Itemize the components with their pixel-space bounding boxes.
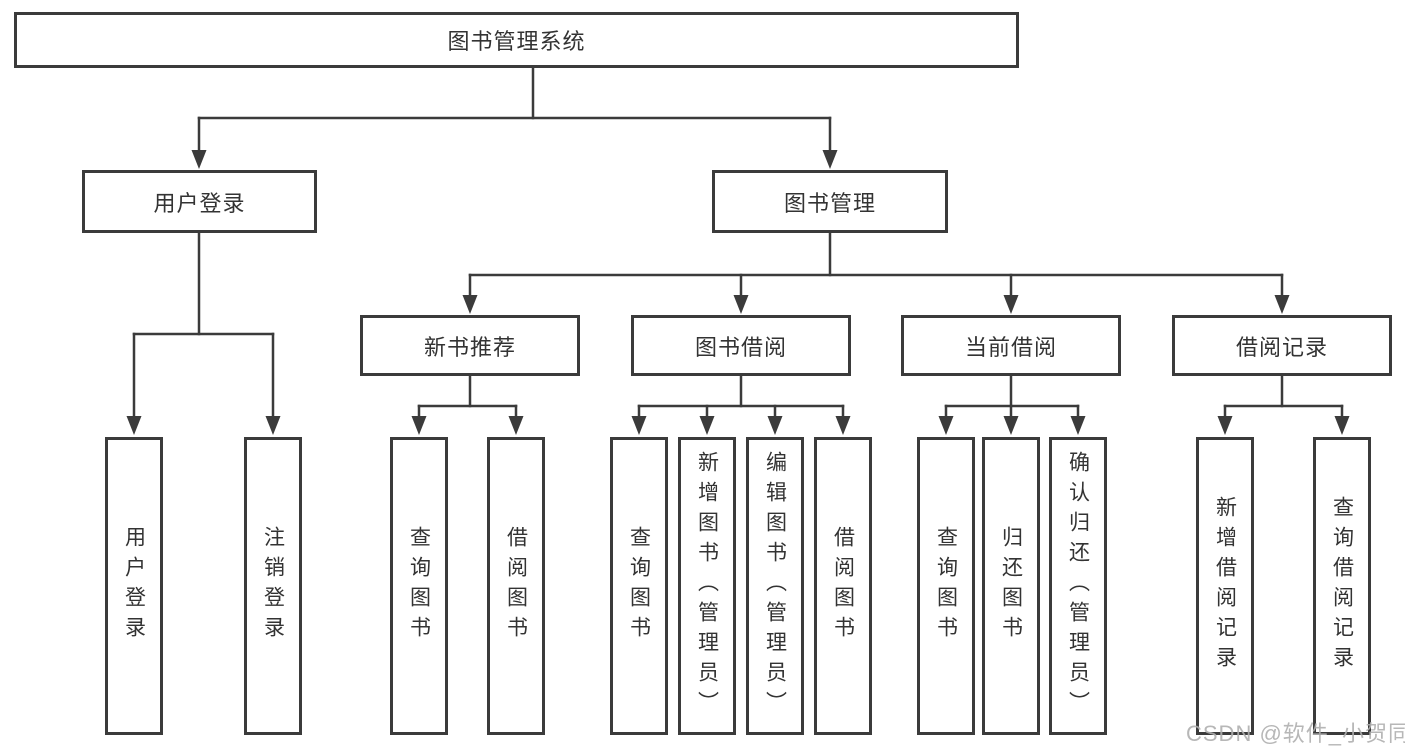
node-label: 图书管理系统 — [447, 29, 586, 54]
node-label: 查询借阅记录 — [1330, 496, 1354, 676]
arrow-down-icon — [835, 416, 851, 435]
node-current-borrowing: 当前借阅 — [901, 315, 1121, 376]
node-new-book-recommend: 新书推荐 — [360, 315, 580, 376]
arrow-down-icon — [1003, 295, 1019, 314]
node-label: 当前借阅 — [964, 334, 1057, 360]
node-label: 新增图书（管理员） — [695, 451, 719, 721]
node-label: 借阅图书 — [504, 526, 528, 646]
leaf-logout: 注销登录 — [244, 437, 302, 735]
node-book-borrowing: 图书借阅 — [631, 315, 851, 376]
arrow-down-icon — [938, 416, 954, 435]
leaf-borrowing-query-books: 查询图书 — [610, 437, 668, 735]
node-label: 新增借阅记录 — [1213, 496, 1237, 676]
node-borrow-records: 借阅记录 — [1172, 315, 1392, 376]
arrow-down-icon — [733, 295, 749, 314]
leaf-borrowing-borrow-books: 借阅图书 — [814, 437, 872, 735]
node-label: 图书借阅 — [694, 334, 787, 360]
node-user-login: 用户登录 — [82, 170, 317, 233]
node-label: 借阅记录 — [1235, 334, 1328, 360]
arrow-down-icon — [462, 295, 478, 314]
node-label: 归还图书 — [999, 526, 1023, 646]
arrow-down-icon — [265, 416, 281, 435]
leaf-borrowing-edit-books-admin: 编辑图书（管理员） — [746, 437, 804, 735]
leaf-records-query-record: 查询借阅记录 — [1313, 437, 1371, 735]
arrow-down-icon — [631, 416, 647, 435]
leaf-recommend-query-books: 查询图书 — [390, 437, 448, 735]
node-label: 用户登录 — [122, 526, 146, 646]
arrow-down-icon — [411, 416, 427, 435]
arrow-down-icon — [191, 150, 207, 169]
node-label: 注销登录 — [261, 526, 285, 646]
node-label: 查询图书 — [934, 526, 958, 646]
leaf-current-return-books: 归还图书 — [982, 437, 1040, 735]
node-label: 图书管理 — [783, 190, 876, 216]
node-label: 查询图书 — [627, 526, 651, 646]
node-label: 确认归还（管理员） — [1066, 451, 1090, 721]
leaf-current-confirm-return-admin: 确认归还（管理员） — [1049, 437, 1107, 735]
leaf-records-add-record: 新增借阅记录 — [1196, 437, 1254, 735]
arrow-down-icon — [508, 416, 524, 435]
node-book-management: 图书管理 — [712, 170, 948, 233]
arrow-down-icon — [1334, 416, 1350, 435]
node-label: 新书推荐 — [423, 334, 516, 360]
node-label: 用户登录 — [153, 190, 246, 216]
arrow-down-icon — [126, 416, 142, 435]
leaf-borrowing-add-books-admin: 新增图书（管理员） — [678, 437, 736, 735]
arrow-down-icon — [767, 416, 783, 435]
node-label: 编辑图书（管理员） — [763, 451, 787, 721]
arrow-down-icon — [1274, 295, 1290, 314]
arrow-down-icon — [1217, 416, 1233, 435]
node-library-system: 图书管理系统 — [14, 12, 1019, 68]
arrow-down-icon — [699, 416, 715, 435]
leaf-user-login: 用户登录 — [105, 437, 163, 735]
arrow-down-icon — [1070, 416, 1086, 435]
node-label: 借阅图书 — [831, 526, 855, 646]
leaf-recommend-borrow-books: 借阅图书 — [487, 437, 545, 735]
node-label: 查询图书 — [407, 526, 431, 646]
leaf-current-query-books: 查询图书 — [917, 437, 975, 735]
arrow-down-icon — [822, 150, 838, 169]
arrow-down-icon — [1003, 416, 1019, 435]
